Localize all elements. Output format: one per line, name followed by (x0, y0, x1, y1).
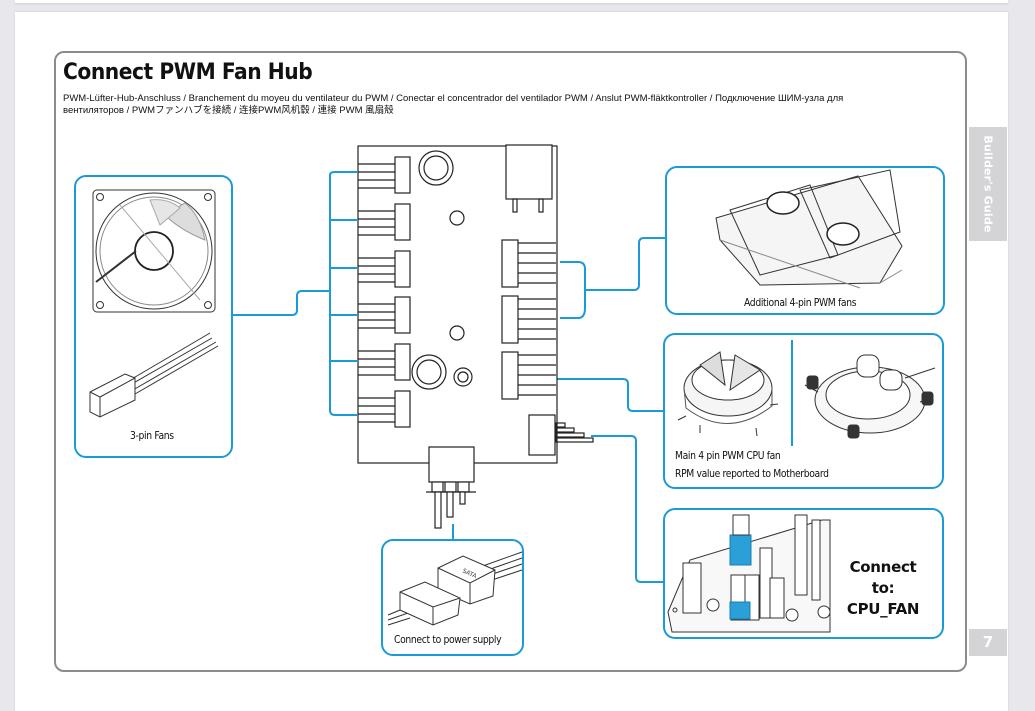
sata-connector-illustration (387, 551, 523, 626)
caption-additional-pwm-fans: Additional 4-pin PWM fans (744, 297, 857, 309)
bus-left (329, 171, 357, 416)
cpu-cooler-illustration (677, 351, 779, 437)
three-pin-fan-illustration (92, 189, 216, 313)
caption-cpu-fan-line1: Main 4 pin PWM CPU fan (675, 450, 781, 462)
line-pwm-outs (560, 261, 586, 319)
caption-cpu-fan-line2: RPM value reported to Motherboard (675, 468, 829, 480)
three-pin-connector-illustration (89, 332, 219, 418)
caption-cpu-fan-header: CPU_FAN (846, 600, 920, 618)
page-subtitle: PWM-Lüfter-Hub-Anschluss / Branchement d… (63, 93, 903, 117)
page-title: Connect PWM Fan Hub (63, 60, 313, 85)
line-to-cpu-fan (557, 378, 663, 412)
previous-page-edge (15, 0, 1008, 3)
motherboard-illustration (667, 514, 831, 633)
caption-cpu-header: Connect to: CPU_FAN (838, 557, 928, 620)
caption-connect-to: Connect to: (849, 558, 917, 597)
radiator-illustration (715, 169, 903, 289)
content-frame (54, 51, 967, 672)
caption-3pin-fans: 3-pin Fans (130, 430, 174, 442)
page-number: 7 (969, 629, 1007, 656)
right-headers (501, 239, 556, 400)
water-block-illustration (804, 354, 936, 439)
fan-hub-board (357, 144, 594, 529)
builders-guide-tab[interactable]: Builder's Guide (969, 127, 1007, 241)
caption-power-supply: Connect to power supply (394, 634, 502, 646)
line-to-cpu-header (591, 435, 663, 583)
subtitle-line-2: вентиляторов / PWMファンハブを接続 / 连接PWM风机毂 / … (63, 105, 394, 116)
connection-lines (233, 171, 793, 583)
left-headers (358, 156, 411, 428)
line-to-additional (585, 237, 665, 291)
subtitle-line-1: PWM-Lüfter-Hub-Anschluss / Branchement d… (63, 93, 844, 104)
line-3pin-to-bus (233, 290, 330, 316)
